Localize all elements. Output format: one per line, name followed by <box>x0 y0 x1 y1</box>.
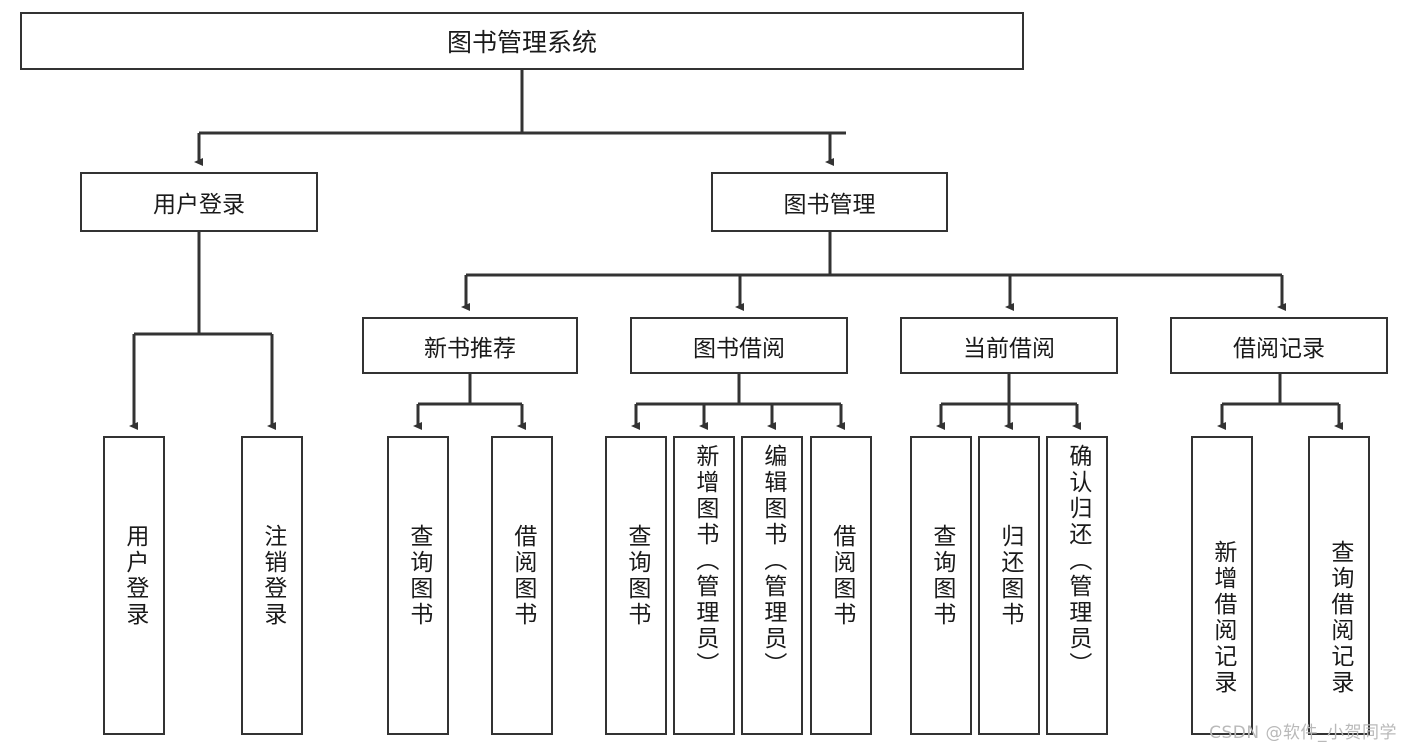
node-new-book-recommend[interactable]: 新书推荐 <box>362 317 578 374</box>
leaf-label: 确认归还（管理员） <box>1064 444 1091 678</box>
node-label: 图书管理系统 <box>446 28 597 57</box>
leaf-edit-book-admin[interactable]: 编辑图书（管理员） <box>741 436 803 735</box>
leaf-label: 查询图书 <box>405 524 432 628</box>
leaf-label: 用户登录 <box>121 524 148 628</box>
node-label: 新书推荐 <box>424 335 516 362</box>
leaf-logout[interactable]: 注销登录 <box>241 436 303 735</box>
node-borrow-record[interactable]: 借阅记录 <box>1170 317 1388 374</box>
leaf-query-book-recommend[interactable]: 查询图书 <box>387 436 449 735</box>
leaf-add-book-admin[interactable]: 新增图书（管理员） <box>673 436 735 735</box>
node-current-borrow[interactable]: 当前借阅 <box>900 317 1118 374</box>
node-root-book-management-system[interactable]: 图书管理系统 <box>20 12 1024 70</box>
leaf-query-borrow-record[interactable]: 查询借阅记录 <box>1308 436 1370 735</box>
node-label: 图书管理 <box>783 192 876 218</box>
node-label: 图书借阅 <box>693 335 785 362</box>
leaf-query-book-current[interactable]: 查询图书 <box>910 436 972 735</box>
leaf-return-book[interactable]: 归还图书 <box>978 436 1040 735</box>
leaf-label: 借阅图书 <box>828 524 855 628</box>
leaf-label: 新增图书（管理员） <box>691 444 718 678</box>
leaf-query-book-borrow[interactable]: 查询图书 <box>605 436 667 735</box>
node-label: 当前借阅 <box>963 335 1055 362</box>
leaf-label: 新增借阅记录 <box>1209 540 1236 696</box>
leaf-label: 查询借阅记录 <box>1326 540 1353 696</box>
leaf-user-login[interactable]: 用户登录 <box>103 436 165 735</box>
node-label: 用户登录 <box>153 192 245 218</box>
watermark: CSDN @软件_小贺同学 <box>1209 723 1397 743</box>
leaf-label: 归还图书 <box>996 524 1023 628</box>
leaf-label: 查询图书 <box>623 524 650 628</box>
node-book-borrow[interactable]: 图书借阅 <box>630 317 848 374</box>
leaf-add-borrow-record[interactable]: 新增借阅记录 <box>1191 436 1253 735</box>
leaf-label: 查询图书 <box>928 524 955 628</box>
leaf-label: 注销登录 <box>259 524 286 628</box>
leaf-confirm-return-admin[interactable]: 确认归还（管理员） <box>1046 436 1108 735</box>
leaf-label: 借阅图书 <box>509 524 536 628</box>
leaf-borrow-book[interactable]: 借阅图书 <box>810 436 872 735</box>
node-user-login[interactable]: 用户登录 <box>80 172 318 232</box>
node-book-management[interactable]: 图书管理 <box>711 172 948 232</box>
node-label: 借阅记录 <box>1233 335 1325 362</box>
leaf-label: 编辑图书（管理员） <box>759 444 786 678</box>
leaf-borrow-book-recommend[interactable]: 借阅图书 <box>491 436 553 735</box>
